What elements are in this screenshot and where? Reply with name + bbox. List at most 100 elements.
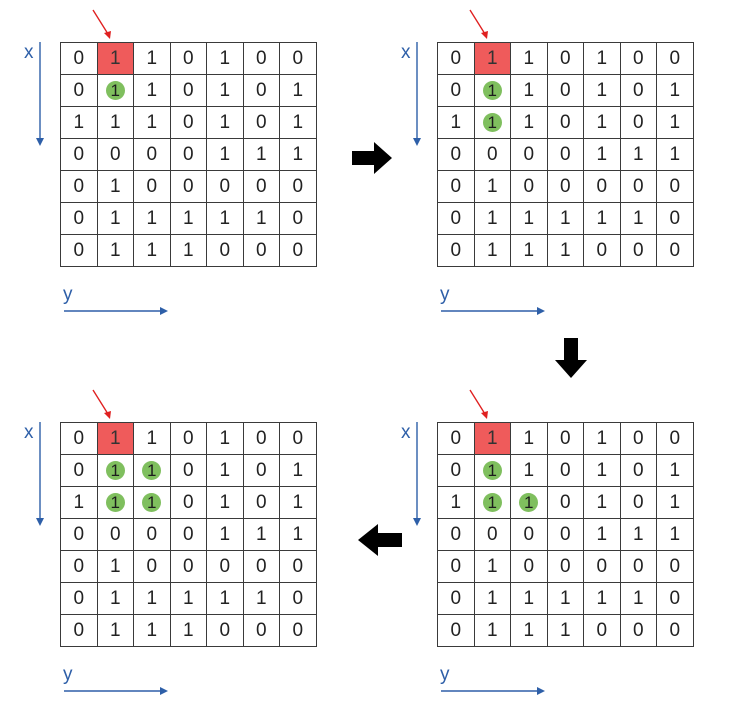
visited-marker-icon: 1 bbox=[142, 460, 162, 480]
panel-overlay bbox=[413, 389, 545, 695]
grid-cell: 1 bbox=[96, 170, 134, 203]
grid-cell: 0 bbox=[656, 582, 694, 615]
grid-cell: 1 bbox=[96, 106, 134, 139]
grid-cell: 1 bbox=[242, 138, 280, 171]
grid-cell: 0 bbox=[60, 170, 98, 203]
x-axis-label: x bbox=[24, 422, 34, 443]
grid-cell: 0 bbox=[279, 170, 317, 203]
grid-cell: 1 bbox=[546, 582, 584, 615]
grid-cell: 1 bbox=[656, 486, 694, 519]
panel-overlay bbox=[413, 9, 545, 315]
grid-cell: 1 bbox=[473, 202, 511, 235]
grid-cell: 0 bbox=[60, 234, 98, 267]
grid-cell: 0 bbox=[169, 550, 207, 583]
start-cell: 1 bbox=[473, 42, 511, 75]
grid-cell: 1 bbox=[169, 234, 207, 267]
grid-cell: 1 bbox=[96, 614, 134, 647]
grid-cell: 1 bbox=[546, 614, 584, 647]
grid-cell: 0 bbox=[546, 42, 584, 75]
grid-cell: 0 bbox=[242, 74, 280, 107]
grid-cell: 1 bbox=[437, 486, 475, 519]
grid-cell: 1 bbox=[510, 234, 548, 267]
grid-cell: 1 bbox=[583, 106, 621, 139]
red-arrow-icon bbox=[469, 9, 486, 35]
grid-cell: 1 bbox=[206, 106, 244, 139]
x-axis-label: x bbox=[401, 422, 411, 443]
grid-cell: 0 bbox=[279, 234, 317, 267]
grid-cell: 0 bbox=[60, 550, 98, 583]
flow-arrow-right-icon bbox=[352, 142, 392, 174]
grid-cell: 1 bbox=[510, 422, 548, 455]
grid-cell: 1 bbox=[279, 138, 317, 171]
grid-cell: 0 bbox=[583, 234, 621, 267]
grid-cell: 1 bbox=[656, 74, 694, 107]
y-axis-label: y bbox=[63, 284, 73, 305]
grid-cell: 0 bbox=[169, 138, 207, 171]
grid-cell: 0 bbox=[437, 138, 475, 171]
grid-cell: 1 bbox=[96, 234, 134, 267]
start-cell: 1 bbox=[473, 422, 511, 455]
grid-cell: 0 bbox=[583, 614, 621, 647]
grid-cell: 0 bbox=[169, 74, 207, 107]
grid-cell: 0 bbox=[473, 518, 511, 551]
visited-cell: 1 bbox=[133, 486, 171, 519]
visited-cell: 1 bbox=[96, 454, 134, 487]
grid-cell: 1 bbox=[656, 454, 694, 487]
grid-cell: 0 bbox=[656, 422, 694, 455]
grid-cell: 0 bbox=[546, 518, 584, 551]
visited-marker-icon: 1 bbox=[142, 492, 162, 512]
grid-cell: 0 bbox=[242, 234, 280, 267]
x-axis-label: x bbox=[401, 42, 411, 63]
grid-cell: 0 bbox=[169, 486, 207, 519]
grid-cell: 0 bbox=[206, 550, 244, 583]
grid-cell: 1 bbox=[279, 106, 317, 139]
visited-marker-icon: 1 bbox=[482, 492, 502, 512]
grid-cell: 0 bbox=[242, 486, 280, 519]
visited-marker-icon: 1 bbox=[482, 112, 502, 132]
grid-cell: 1 bbox=[169, 582, 207, 615]
grid-cell: 1 bbox=[583, 486, 621, 519]
grid-cell: 0 bbox=[279, 582, 317, 615]
grid-cell: 0 bbox=[242, 42, 280, 75]
grid-cell: 1 bbox=[583, 454, 621, 487]
grid-cell: 1 bbox=[583, 202, 621, 235]
visited-cell: 1 bbox=[96, 74, 134, 107]
grid-cell: 0 bbox=[242, 614, 280, 647]
grid-cell: 1 bbox=[279, 518, 317, 551]
grid-cell: 1 bbox=[510, 614, 548, 647]
y-axis-label: y bbox=[440, 664, 450, 685]
grid-cell: 0 bbox=[242, 422, 280, 455]
grid-cell: 1 bbox=[583, 42, 621, 75]
flow-arrow-down-icon bbox=[555, 338, 587, 378]
grid-cell: 1 bbox=[206, 202, 244, 235]
grid-cell: 0 bbox=[60, 614, 98, 647]
grid-cell: 0 bbox=[656, 614, 694, 647]
grid-cell: 0 bbox=[206, 614, 244, 647]
grid-cell: 0 bbox=[60, 42, 98, 75]
grid-cell: 0 bbox=[60, 518, 98, 551]
red-arrow-icon bbox=[469, 389, 486, 415]
grid-cell: 0 bbox=[546, 138, 584, 171]
red-arrow-icon bbox=[92, 389, 109, 415]
grid-cell: 0 bbox=[60, 74, 98, 107]
grid-cell: 1 bbox=[206, 74, 244, 107]
grid-cell: 0 bbox=[619, 234, 657, 267]
panel-overlay bbox=[36, 389, 168, 695]
